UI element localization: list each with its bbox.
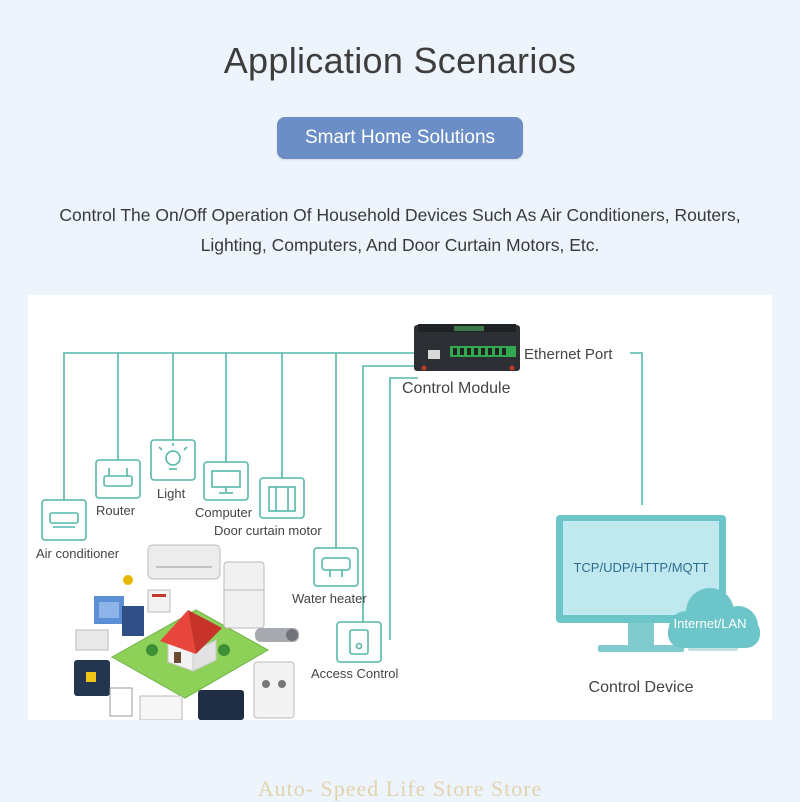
diagram-panel: Control Module Ethernet Port [28, 295, 772, 720]
scenario-description: Control The On/Off Operation Of Househol… [20, 200, 780, 260]
access-control-label: Access Control [311, 666, 399, 681]
light-label: Light [157, 486, 186, 501]
water-heater-label: Water heater [292, 591, 367, 606]
light-icon [150, 439, 196, 481]
smart-home-diagram: Control Module Ethernet Port [36, 324, 760, 720]
door-curtain-motor-icon [259, 477, 305, 519]
water-heater-icon [313, 547, 359, 587]
control-module-icon [414, 324, 520, 371]
control-device-label: Control Device [589, 679, 694, 696]
monitor-protocol-text: TCP/UDP/HTTP/MQTT [573, 560, 708, 575]
ethernet-wire [630, 352, 643, 505]
description-line-2: Lighting, Computers, And Door Curtain Mo… [200, 235, 600, 255]
store-watermark: Auto- Speed Life Store Store [257, 776, 543, 801]
computer-label: Computer [195, 505, 253, 520]
air-conditioner-icon [41, 499, 87, 541]
access-wire-a [362, 365, 418, 622]
cloud-icon [668, 588, 760, 648]
access-wire-b [389, 377, 418, 640]
wiring-lines [63, 352, 643, 640]
router-label: Router [96, 503, 136, 518]
computer-icon [203, 461, 249, 501]
cloud-label: Internet/LAN [674, 616, 747, 631]
description-line-1: Control The On/Off Operation Of Househol… [59, 205, 741, 225]
ethernet-port-label: Ethernet Port [524, 346, 613, 363]
router-icon [95, 459, 141, 499]
access-control-icon [336, 621, 382, 663]
control-module-label: Control Module [402, 380, 511, 397]
air-conditioner-label: Air conditioner [36, 546, 120, 561]
air-conditioner-wire [63, 352, 418, 500]
door-curtain-motor-label: Door curtain motor [214, 523, 322, 538]
smart-home-solutions-badge: Smart Home Solutions [277, 117, 523, 159]
smart-home-illustration [74, 544, 299, 720]
page-title: Application Scenarios [223, 40, 577, 81]
